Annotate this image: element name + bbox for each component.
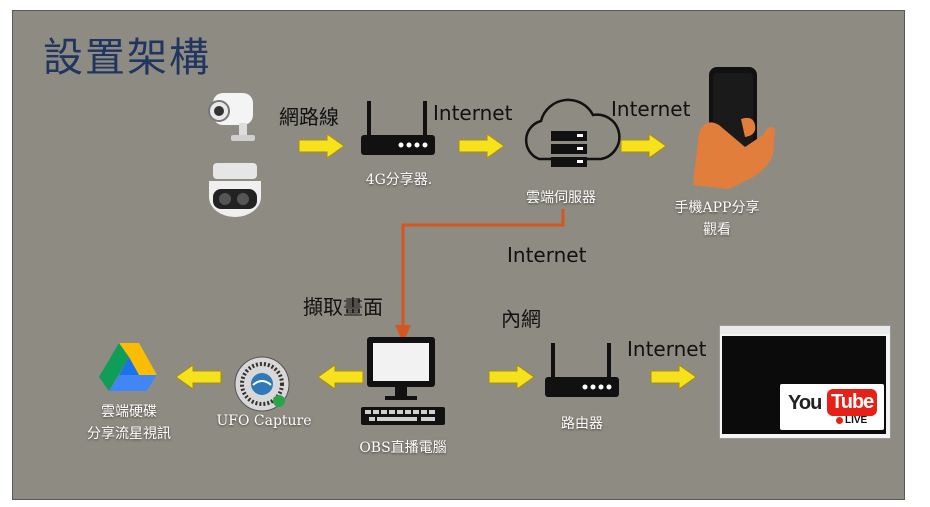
- internet-label: Internet: [507, 243, 587, 267]
- arrow-right-icon: [458, 133, 505, 159]
- page-title: 設置架構: [43, 35, 211, 81]
- youtube-you-text: You: [788, 392, 822, 414]
- internet-label: Internet: [627, 337, 707, 361]
- cloud-server-icon: [524, 98, 621, 167]
- dome-camera-icon: [209, 163, 261, 217]
- desktop-computer-icon: [361, 337, 445, 425]
- youtube-logo: You Tube LIVE: [780, 384, 884, 430]
- internet-label: Internet: [611, 97, 691, 121]
- phone-app-label: 觀看: [703, 222, 731, 238]
- google-drive-label: 分享流星視訊: [87, 426, 171, 442]
- router-label: 路由器: [561, 416, 603, 432]
- arrow-left-icon: [317, 364, 364, 390]
- arrow-right-icon: [650, 364, 697, 390]
- ufo-capture-label: UFO Capture: [216, 413, 312, 429]
- capture-connector-arrow: [395, 209, 565, 343]
- intranet-label: 內網: [501, 307, 541, 331]
- router-icon: [545, 343, 619, 397]
- slide: 設置架構 網路線 Internet Internet 4G分享器.: [12, 10, 905, 500]
- 4g-router-icon: [361, 101, 435, 155]
- bullet-camera-icon: [208, 93, 255, 141]
- live-dot-icon: [836, 417, 843, 424]
- obs-pc-label: OBS直播電腦: [359, 440, 447, 456]
- ufo-capture-logo-icon: [234, 356, 290, 412]
- window-titlebar: [720, 326, 890, 334]
- arrow-right-icon: [298, 133, 345, 159]
- internet-label: Internet: [433, 101, 513, 125]
- capture-screen-label: 擷取畫面: [303, 295, 383, 319]
- arrow-left-icon: [175, 364, 222, 390]
- youtube-live-screenshot: You Tube LIVE: [719, 325, 891, 439]
- google-drive-label: 雲端硬碟: [101, 404, 157, 420]
- phone-icon: [693, 67, 775, 189]
- 4g-router-label: 4G分享器.: [365, 172, 433, 188]
- network-cable-label: 網路線: [279, 105, 339, 129]
- phone-app-label: 手機APP分享: [674, 200, 760, 216]
- google-drive-icon: [99, 343, 157, 391]
- arrow-right-icon: [620, 133, 667, 159]
- cloud-server-label: 雲端伺服器: [526, 190, 596, 206]
- live-label: LIVE: [845, 415, 868, 426]
- arrow-right-icon: [488, 364, 535, 390]
- youtube-tube-text: Tube: [827, 389, 878, 416]
